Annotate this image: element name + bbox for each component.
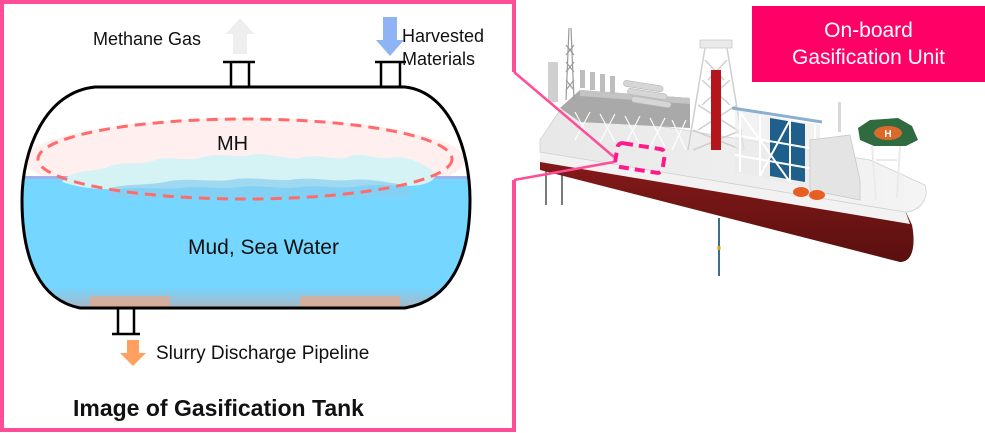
mud-seawater-layer (22, 178, 470, 308)
radar-mast (838, 102, 841, 132)
slurry-discharge-label: Slurry Discharge Pipeline (156, 343, 370, 364)
harvest-down-arrow-icon (376, 17, 404, 56)
ship-hull (540, 150, 914, 262)
tank-contents (22, 87, 470, 308)
hydrate-submerged (110, 178, 410, 198)
harvested-materials-line1: Harvested (402, 26, 485, 46)
svg-text:H: H (884, 129, 891, 140)
slurry-outlet-nozzle (112, 308, 140, 336)
tank-diagram (20, 17, 472, 366)
methane-up-arrow-icon (226, 18, 254, 54)
gasification-unit-highlight (613, 141, 667, 175)
ship-illustration: H (539, 27, 927, 276)
sediment-patch (90, 296, 170, 308)
methane-gas-label: Methane Gas (93, 29, 202, 49)
superstructure (809, 134, 861, 201)
callout-line1: On-board (824, 19, 913, 42)
helideck: H (858, 118, 918, 201)
slurry-down-arrow-icon (120, 340, 146, 366)
mud-seawater-label: Mud, Sea Water (188, 236, 339, 259)
tank-outline (20, 85, 472, 310)
drilling-derrick (687, 39, 745, 151)
hydrate-zone-outline (36, 117, 454, 201)
hull-stripe (540, 150, 910, 224)
lifeboats (793, 187, 825, 200)
deck-stacks (548, 62, 615, 102)
ship-legs (545, 170, 563, 205)
harvested-materials-label: Harvested Materials (402, 25, 484, 71)
diagram-title: Image of Gasification Tank (73, 395, 364, 421)
sediment-patch (300, 296, 400, 308)
helipad-circle (874, 126, 902, 140)
methane-outlet-nozzle (223, 60, 255, 87)
harvested-materials-line2: Materials (402, 49, 476, 69)
callout-leader-top (513, 71, 615, 158)
callout-line2: Gasification Unit (792, 46, 945, 69)
derrick-riser (711, 70, 721, 150)
callout-leader-bottom (513, 160, 615, 182)
harvest-inlet-nozzle (375, 60, 406, 87)
callout-frame (0, 0, 516, 432)
flare-tower (565, 27, 575, 101)
methane-hydrate-label: MH (217, 133, 249, 155)
module-frame (731, 106, 823, 190)
gasification-unit-callout: On-board Gasification Unit (752, 6, 985, 82)
riser-joint (717, 246, 721, 250)
deck-cylinders (623, 80, 672, 109)
